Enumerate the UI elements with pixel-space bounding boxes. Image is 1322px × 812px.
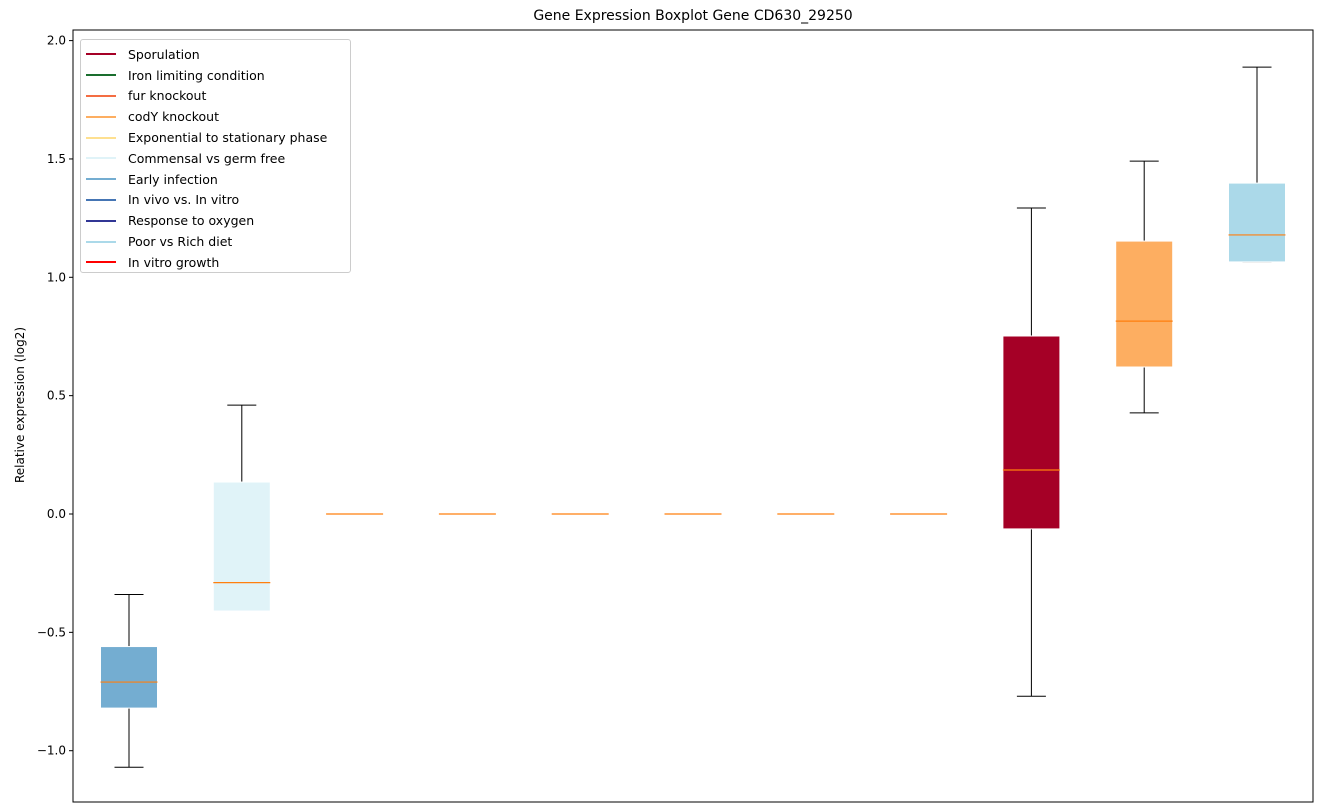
legend-item: In vivo vs. In vitro	[81, 190, 350, 211]
y-tick-label: 1.5	[47, 152, 66, 166]
legend-item: Early infection	[81, 169, 350, 190]
box	[1115, 240, 1174, 368]
legend-label: Iron limiting condition	[128, 67, 265, 83]
y-tick-label: 0.0	[47, 507, 66, 521]
legend-swatch	[86, 115, 116, 118]
legend-item: Iron limiting condition	[81, 65, 350, 86]
legend-item: Response to oxygen	[81, 210, 350, 231]
y-tick-label: −1.0	[37, 744, 66, 758]
y-tick-label: 0.5	[47, 389, 66, 403]
chart-title: Gene Expression Boxplot Gene CD630_29250	[533, 8, 853, 24]
legend-item: fur knockout	[81, 86, 350, 107]
legend-label: Early infection	[128, 171, 218, 187]
y-tick-label: 2.0	[47, 34, 66, 48]
legend-label: In vivo vs. In vitro	[128, 192, 240, 208]
legend-item: Commensal vs germ free	[81, 148, 350, 169]
legend-swatch	[86, 53, 116, 56]
legend-label: Sporulation	[128, 46, 200, 62]
legend-swatch	[86, 74, 116, 77]
legend-label: fur knockout	[128, 88, 207, 104]
box	[1002, 335, 1061, 530]
legend-swatch	[86, 136, 116, 139]
legend-label: In vitro growth	[128, 254, 220, 270]
legend-item: Sporulation	[81, 44, 350, 65]
legend-swatch	[86, 219, 116, 222]
legend-swatch	[86, 94, 116, 97]
legend-item: Exponential to stationary phase	[81, 127, 350, 148]
legend-item: In vitro growth	[81, 252, 350, 273]
box	[212, 481, 271, 612]
y-tick-label: −0.5	[37, 625, 66, 639]
legend-swatch	[86, 198, 116, 201]
legend-label: Commensal vs germ free	[128, 150, 286, 166]
plot-frame	[72, 29, 1314, 803]
legend-label: Response to oxygen	[128, 213, 255, 229]
legend-item: codY knockout	[81, 106, 350, 127]
y-tick-label: 1.0	[47, 270, 66, 284]
legend-swatch	[86, 178, 116, 181]
legend-swatch	[86, 240, 116, 243]
legend-label: codY knockout	[128, 109, 220, 125]
legend-label: Poor vs Rich diet	[128, 234, 233, 250]
box	[1228, 182, 1286, 263]
legend-swatch	[86, 157, 116, 160]
legend-label: Exponential to stationary phase	[128, 130, 328, 146]
y-axis-label: Relative expression (log2)	[13, 326, 27, 484]
legend-item: Poor vs Rich diet	[81, 231, 350, 252]
box	[100, 646, 158, 709]
legend-swatch	[86, 261, 116, 264]
